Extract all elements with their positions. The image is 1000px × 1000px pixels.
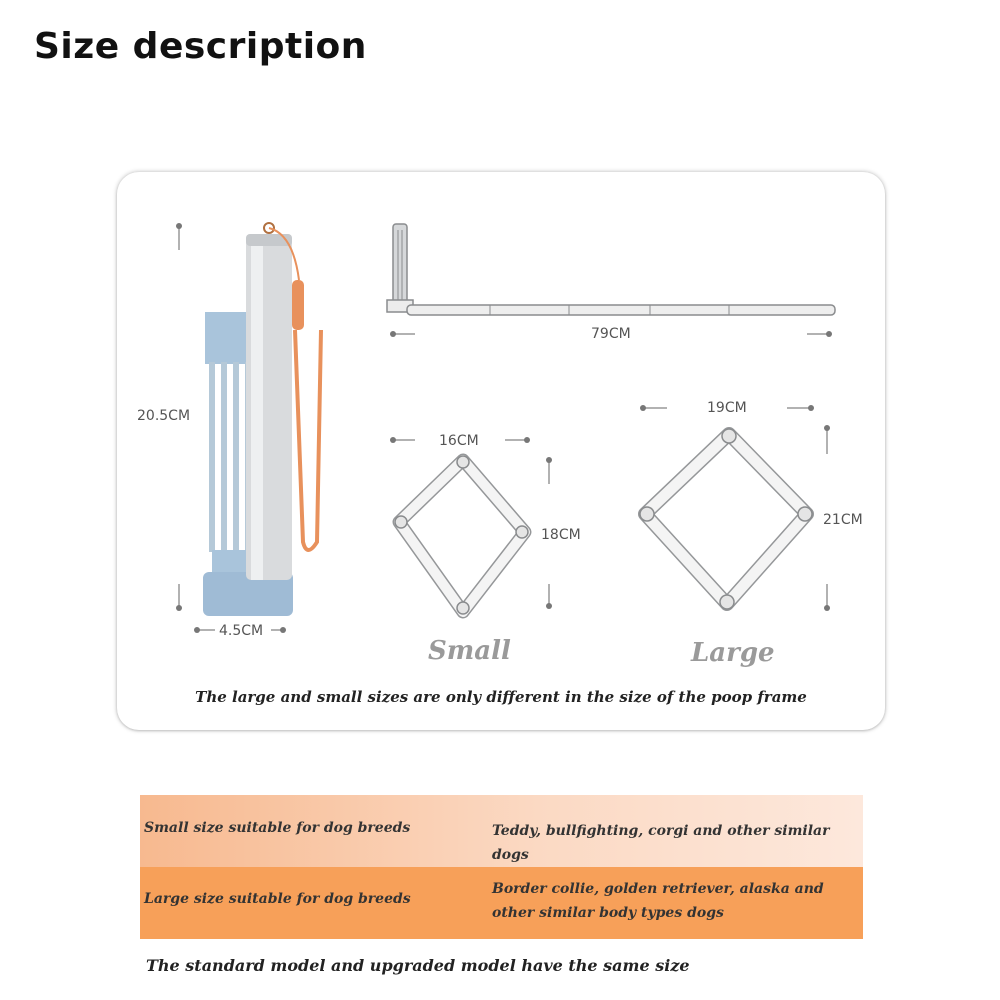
table-row: Small size suitable for dog breeds Teddy… [140,795,863,867]
folded-product [176,222,323,633]
breed-list-cell: Teddy, bullfighting, corgi and other sim… [492,823,830,863]
page-title: Size description [34,26,367,67]
small-width-label: 16CM [439,433,479,449]
large-size-label: Large [691,638,775,668]
small-size-label: Small [428,636,511,666]
large-width-label: 19CM [707,400,747,416]
table-row: Large size suitable for dog breeds Borde… [140,867,863,939]
small-frame [390,437,552,619]
footer-note: The standard model and upgraded model ha… [146,956,690,975]
small-height-label: 18CM [541,527,581,543]
breed-size-cell: Small size suitable for dog breeds [144,820,411,836]
folded-width-label: 4.5CM [219,623,264,639]
large-height-label: 21CM [823,512,863,528]
extended-pole [386,223,836,337]
large-frame [638,405,830,611]
size-card: 20.5CM 4.5CM 79CM 16CM 18CM 19CM 21CM Sm… [117,172,885,730]
product-illustration [176,222,836,633]
extended-length-label: 79CM [591,326,631,342]
breed-list-cell: Border collie, golden retriever, alaska … [492,881,824,921]
size-note: The large and small sizes are only diffe… [195,688,807,706]
folded-height-label: 20.5CM [137,408,191,424]
breed-size-cell: Large size suitable for dog breeds [144,891,411,907]
